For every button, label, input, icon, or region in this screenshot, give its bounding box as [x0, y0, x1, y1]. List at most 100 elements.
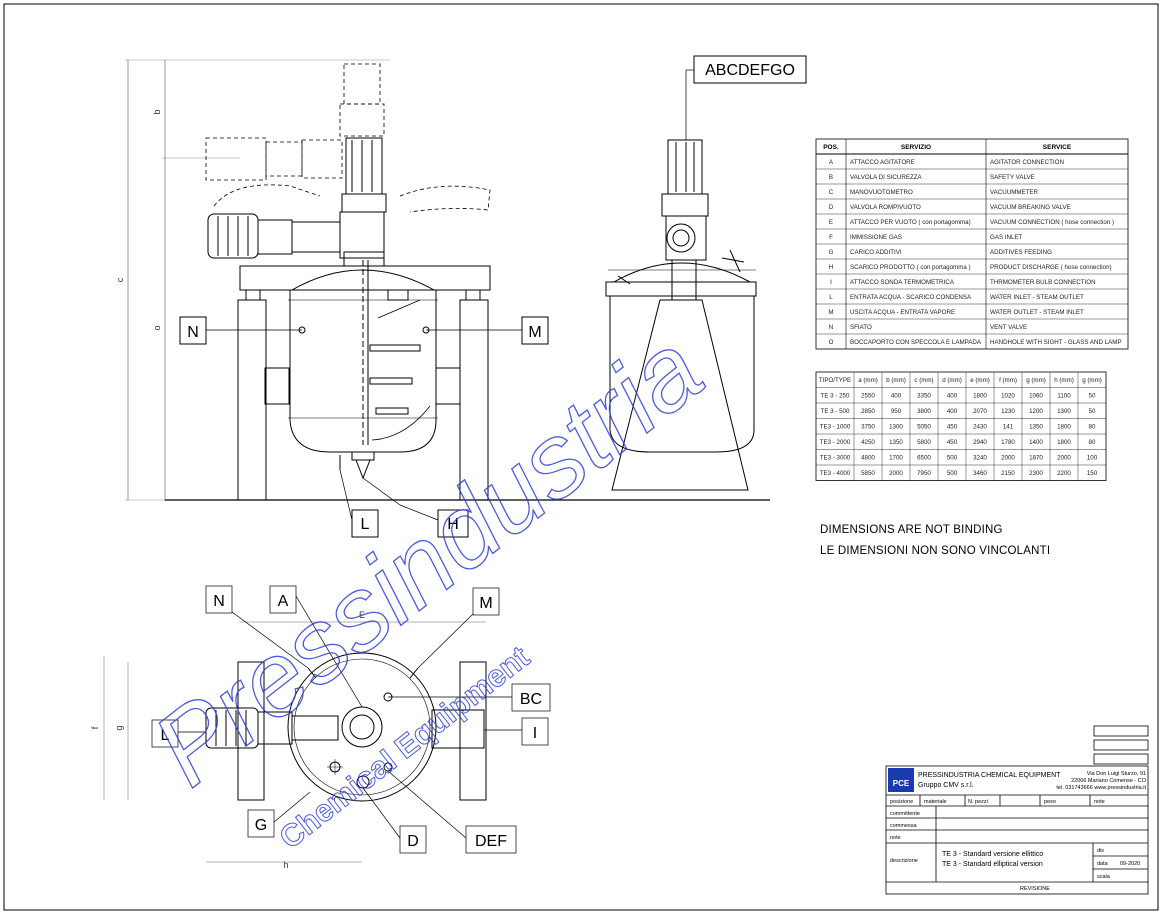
service-service-cell: THRMOMETER BULB CONNECTION	[990, 279, 1096, 286]
dim-f: f	[90, 726, 100, 729]
dimension-cell: 400	[947, 393, 958, 400]
callout-A-plan: A	[278, 593, 289, 610]
dimension-cell: 1060	[1029, 393, 1043, 400]
dimension-cell: 3350	[917, 393, 931, 400]
dimension-cell: TE 3 - 250	[821, 393, 850, 400]
dimension-cell: TE 3 - 500	[821, 408, 850, 415]
dimension-cell: 6500	[917, 455, 931, 462]
dimension-cell: 2000	[1001, 455, 1015, 462]
dimension-cell: 5050	[917, 424, 931, 431]
dimension-cell: 80	[1089, 439, 1096, 446]
dimension-cell: 2000	[889, 470, 903, 477]
service-servizio-cell: BOCCAPORTO CON SPECCOLA E LAMPADA	[850, 339, 982, 346]
dimension-cell: 3800	[917, 408, 931, 415]
dim-g: g	[114, 725, 124, 730]
address-line-3: tel. 031743666 www.pressindustria.it	[1056, 785, 1146, 791]
dimension-cell: TE3 - 4000	[820, 470, 851, 477]
service-servizio-cell: USCITA ACQUA - ENTRATA VAPORE	[850, 309, 955, 316]
callout-N-front: N	[187, 324, 199, 341]
service-servizio-cell: VALVOLA DI SICUREZZA	[850, 174, 923, 181]
note-italian: LE DIMENSIONI NON SONO VINCOLANTI	[820, 545, 1050, 557]
field-note: note	[1094, 799, 1105, 805]
service-header-cell: SERVIZIO	[901, 144, 931, 151]
service-service-cell: ADDITIVES FEEDING	[990, 249, 1052, 256]
dimension-cell: 4800	[861, 455, 875, 462]
service-servizio-cell: MANOVUOTOMETRO	[850, 189, 913, 196]
callout-BC-plan: BC	[520, 691, 542, 708]
title-block-logo: PCE	[888, 768, 914, 792]
service-pos-cell: N	[829, 324, 833, 331]
dimension-cell: 2940	[973, 439, 987, 446]
dimension-cell: 50	[1089, 393, 1096, 400]
service-header-cell: POS.	[823, 144, 839, 151]
service-servizio-cell: SCARICO PRODOTTO ( con portagomma )	[850, 264, 971, 271]
dimension-cell: 2850	[861, 408, 875, 415]
service-service-cell: VACUUM BREAKING VALVE	[990, 204, 1071, 211]
field-dis: dis	[1097, 848, 1104, 854]
dimension-cell: TE3 - 2000	[820, 439, 851, 446]
field-data: data	[1097, 861, 1109, 867]
company-logo-mark: PCE	[893, 779, 910, 788]
service-servizio-cell: IMMISSIONE GAS	[850, 234, 902, 241]
service-service-cell: GAS INLET	[990, 234, 1023, 241]
service-pos-cell: O	[829, 339, 834, 346]
dimension-cell: 1800	[1057, 439, 1071, 446]
dimension-header-cell: g (mm)	[1082, 377, 1102, 384]
field-scala: scala	[1097, 874, 1111, 880]
dim-b: b	[152, 109, 162, 114]
callout-M-plan: M	[479, 595, 492, 612]
dimension-cell: 1350	[889, 439, 903, 446]
service-pos-cell: C	[829, 189, 834, 196]
note-english: DIMENSIONS ARE NOT BINDING	[820, 524, 1003, 536]
dimension-cell: 500	[947, 455, 958, 462]
dimension-cell: 4250	[861, 439, 875, 446]
dim-E: E	[359, 610, 365, 620]
dimension-cell: 3460	[973, 470, 987, 477]
dimension-header-cell: TIPO/TYPE	[819, 377, 851, 384]
side-callout: ABCDEFGO	[685, 55, 807, 140]
service-header-cell: SERVICE	[1043, 144, 1072, 151]
dimension-cell: 3750	[861, 424, 875, 431]
field-materiale: materiale	[924, 799, 947, 805]
dimension-header-cell: g (mm)	[1026, 377, 1046, 384]
side-view	[605, 139, 757, 491]
description-italian: TE 3 - Standard versione ellittico	[942, 851, 1043, 858]
service-pos-cell: L	[829, 294, 833, 301]
service-pos-cell: B	[829, 174, 833, 181]
description-english: TE 3 - Standard elliptical version	[942, 861, 1043, 868]
field-commessa: commessa	[890, 823, 918, 829]
service-servizio-cell: VALVOLA ROMPIVUOTO	[850, 204, 921, 211]
plan-view	[103, 621, 487, 863]
dimension-cell: 2070	[973, 408, 987, 415]
dim-c: c	[115, 277, 125, 282]
sheet-border	[3, 3, 1159, 911]
service-pos-cell: F	[829, 234, 833, 241]
service-servizio-cell: CARICO ADDITIVI	[850, 249, 902, 256]
dimension-cell: 1100	[1057, 393, 1071, 400]
dimension-cell: 1020	[1001, 393, 1015, 400]
dimension-cell: 2200	[1057, 470, 1071, 477]
callout-top-abcdefgo: ABCDEFGO	[705, 62, 795, 79]
dimension-cell: 500	[947, 470, 958, 477]
service-service-cell: HANDHOLE WITH SIGHT - GLASS AND LAMP	[990, 339, 1122, 346]
dimension-cell: 2430	[973, 424, 987, 431]
dimension-header-cell: f (mm)	[999, 377, 1017, 384]
dimension-cell: 2550	[861, 393, 875, 400]
dimension-header-cell: d (mm)	[942, 377, 962, 384]
dimension-cell: TE3 - 1000	[820, 424, 851, 431]
dimension-cell: 5800	[917, 439, 931, 446]
field-descrizione: descrizione	[890, 858, 918, 864]
service-service-cell: VACUUM CONNECTION ( hose connection )	[990, 219, 1114, 226]
dimension-header-cell: h (mm)	[1054, 377, 1074, 384]
dimension-cell: 1300	[1057, 408, 1071, 415]
field-posizione: posizione	[890, 799, 913, 805]
dimension-cell: 450	[947, 424, 958, 431]
dimension-cell: 100	[1087, 455, 1098, 462]
dimension-cell: 1870	[1029, 455, 1043, 462]
service-service-cell: WATER OUTLET - STEAM INLET	[990, 309, 1084, 316]
dimension-cell: 450	[947, 439, 958, 446]
dimension-cell: 141	[1003, 424, 1014, 431]
callout-DEF-plan: DEF	[475, 833, 507, 850]
service-servizio-cell: ENTRATA ACQUA - SCARICO CONDENSA	[850, 294, 972, 301]
